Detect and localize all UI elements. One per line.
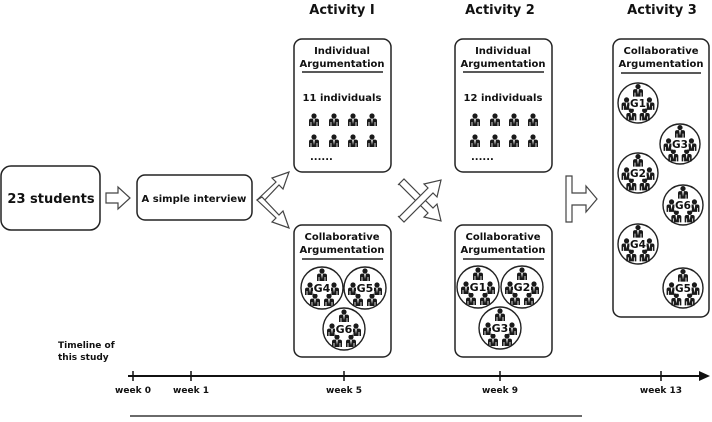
activity-2-individual-box: Individual Argumentation 12 individuals … <box>454 38 553 173</box>
group-cluster: G5 <box>662 267 704 309</box>
a1-individual-title-1: Individual <box>314 46 370 57</box>
group-label: G1 <box>470 281 487 294</box>
activity-1-individual-box: Individual Argumentation 11 individuals … <box>293 38 392 173</box>
students-label: 23 students <box>7 192 94 207</box>
split-arrow-icon <box>256 171 290 229</box>
cross-arrows-icon <box>397 178 442 223</box>
group-cluster: G2 <box>617 152 659 194</box>
activity-1-header: Activity I <box>309 3 374 18</box>
group-cluster: G6 <box>322 307 366 351</box>
activity-3-header: Activity 3 <box>627 3 697 18</box>
group-label: G6 <box>336 323 353 336</box>
group-cluster: G5 <box>343 266 387 310</box>
timeline-axis <box>128 371 710 381</box>
a2-individual-title-1: Individual <box>475 46 531 57</box>
merge-arrow-icon <box>565 175 598 223</box>
group-cluster: G3 <box>659 123 701 165</box>
group-label: G4 <box>630 239 646 251</box>
group-label: G6 <box>675 200 691 212</box>
group-label: G5 <box>675 283 691 295</box>
timeline-ticks: week 0 week 1 week 5 week 9 week 13 <box>115 371 682 396</box>
a2-collab-title-1: Collaborative <box>465 232 540 243</box>
group-label: G1 <box>630 98 646 110</box>
a2-collab-title-2: Argumentation <box>461 245 546 256</box>
interview-box: A simple interview <box>136 174 253 221</box>
group-label: G4 <box>314 282 331 295</box>
group-cluster: G4 <box>300 266 344 310</box>
timeline-tick-label: week 9 <box>482 386 518 396</box>
a1-collab-title-1: Collaborative <box>304 232 379 243</box>
right-arrow-icon <box>105 185 131 211</box>
a2-individual-title-2: Argumentation <box>461 59 546 70</box>
group-label: G2 <box>630 168 646 180</box>
interview-label: A simple interview <box>142 194 247 205</box>
group-cluster: G2 <box>500 265 544 309</box>
group-cluster: G1 <box>456 265 500 309</box>
a3-collab-title-1: Collaborative <box>623 46 698 57</box>
group-cluster: G1 <box>617 82 659 124</box>
a1-collab-title-2: Argumentation <box>300 245 385 256</box>
group-label: G5 <box>357 282 374 295</box>
group-label: G3 <box>672 139 688 151</box>
a3-collab-title-2: Argumentation <box>619 59 704 70</box>
timeline-tick-label: week 5 <box>326 386 362 396</box>
students-box: 23 students <box>0 165 101 231</box>
timeline-label-1: Timeline of <box>58 341 115 351</box>
timeline-tick-label: week 1 <box>173 386 209 396</box>
activity-2-header: Activity 2 <box>465 3 535 18</box>
a1-individual-count: 11 individuals <box>303 93 382 104</box>
a2-individual-count: 12 individuals <box>464 93 543 104</box>
group-label: G3 <box>492 322 509 335</box>
group-cluster: G4 <box>617 223 659 265</box>
a1-ellipsis: ...... <box>310 152 333 163</box>
group-cluster: G6 <box>662 184 704 226</box>
timeline-tick-label: week 0 <box>115 386 151 396</box>
timeline-label-2: this study <box>58 353 109 363</box>
a1-individual-title-2: Argumentation <box>300 59 385 70</box>
group-cluster: G3 <box>478 306 522 350</box>
group-label: G2 <box>514 281 531 294</box>
timeline-tick-label: week 13 <box>640 386 682 396</box>
a2-ellipsis: ...... <box>471 152 494 163</box>
